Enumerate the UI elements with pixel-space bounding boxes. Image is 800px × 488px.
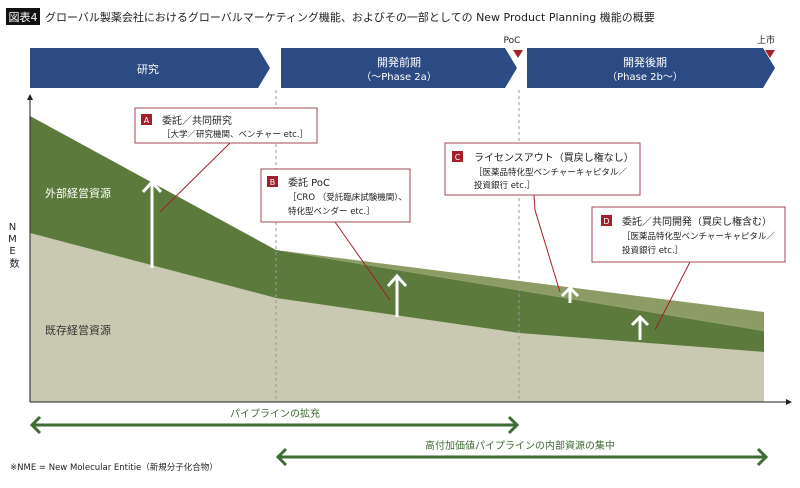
svg-text:A: A xyxy=(144,116,150,125)
svg-text:［大学／研究機関、ベンチャー etc.］: ［大学／研究機関、ベンチャー etc.］ xyxy=(162,129,308,140)
svg-text:委託／共同研究: 委託／共同研究 xyxy=(162,114,232,127)
resource-focus-arrow xyxy=(275,447,769,467)
phase-label: 研究 xyxy=(137,62,159,76)
milestone-launch: 上市 xyxy=(757,34,775,46)
phase-early-dev xyxy=(281,48,517,88)
svg-text:投資銀行 etc.］: 投資銀行 etc.］ xyxy=(474,180,535,191)
milestone-triangle-icon xyxy=(513,50,523,58)
pipeline-expansion-label: パイプラインの拡充 xyxy=(230,407,320,420)
svg-text:［医薬品特化型ベンチャーキャピタル／: ［医薬品特化型ベンチャーキャピタル／ xyxy=(474,167,627,178)
svg-text:［医薬品特化型ベンチャーキャピタル／: ［医薬品特化型ベンチャーキャピタル／ xyxy=(622,231,775,242)
external-resources-label: 外部経営資源 xyxy=(45,186,111,200)
callout-a: A 委託／共同研究 ［大学／研究機関、ベンチャー etc.］ xyxy=(134,107,318,144)
svg-text:委託 PoC: 委託 PoC xyxy=(288,176,330,189)
y-axis-label: NME数 xyxy=(7,222,18,269)
pipeline-expansion-arrow xyxy=(29,415,520,435)
milestone-poc: PoC xyxy=(504,36,521,46)
svg-text:ライセンスアウト（買戻し権なし）: ライセンスアウト（買戻し権なし） xyxy=(474,151,634,164)
phase-label: 開発前期 xyxy=(377,55,421,69)
phase-label: 開発後期 xyxy=(623,55,667,69)
svg-text:D: D xyxy=(603,217,609,226)
svg-text:［CRO （受託臨床試験機関）、: ［CRO （受託臨床試験機関）、 xyxy=(288,192,407,203)
footnote: ※NME = New Molecular Entitie（新規分子化合物） xyxy=(10,462,218,473)
page-title: グローバル製薬会社におけるグローバルマーケティング機能、およびその一部としての … xyxy=(45,10,655,24)
title-badge: 図表4 xyxy=(9,10,38,24)
y-axis-arrow-icon xyxy=(27,94,33,100)
svg-text:B: B xyxy=(270,178,276,187)
phase-late-dev xyxy=(527,48,775,88)
svg-text:投資銀行 etc.］: 投資銀行 etc.］ xyxy=(622,245,683,256)
x-axis-arrow-icon xyxy=(786,399,792,405)
phase-sublabel: （〜Phase 2a） xyxy=(361,71,437,83)
phase-research xyxy=(30,48,270,88)
milestone-triangle-icon xyxy=(765,50,775,58)
callout-c: C ライセンスアウト（買戻し権なし） ［医薬品特化型ベンチャーキャピタル／ 投資… xyxy=(444,142,641,196)
title-badge-bg xyxy=(6,8,40,25)
up-arrow-icon xyxy=(141,179,650,340)
svg-text:C: C xyxy=(455,153,461,162)
callout-d: D 委託／共同開発（買戻し権含む） ［医薬品特化型ベンチャーキャピタル／ 投資銀… xyxy=(591,206,786,263)
svg-text:委託／共同開発（買戻し権含む）: 委託／共同開発（買戻し権含む） xyxy=(622,215,772,228)
leader-lines xyxy=(159,142,691,331)
buyback-area xyxy=(276,250,764,331)
resource-focus-label: 高付加価値パイプラインの内部資源の集中 xyxy=(425,439,615,452)
phase-sublabel: （Phase 2b〜） xyxy=(607,71,683,83)
svg-text:特化型ベンダー etc.］: 特化型ベンダー etc.］ xyxy=(288,206,375,217)
existing-resources-label: 既存経営資源 xyxy=(45,323,111,337)
existing-resources-area xyxy=(30,233,764,402)
callout-b: B 委託 PoC ［CRO （受託臨床試験機関）、 特化型ベンダー etc.］ xyxy=(260,168,411,223)
